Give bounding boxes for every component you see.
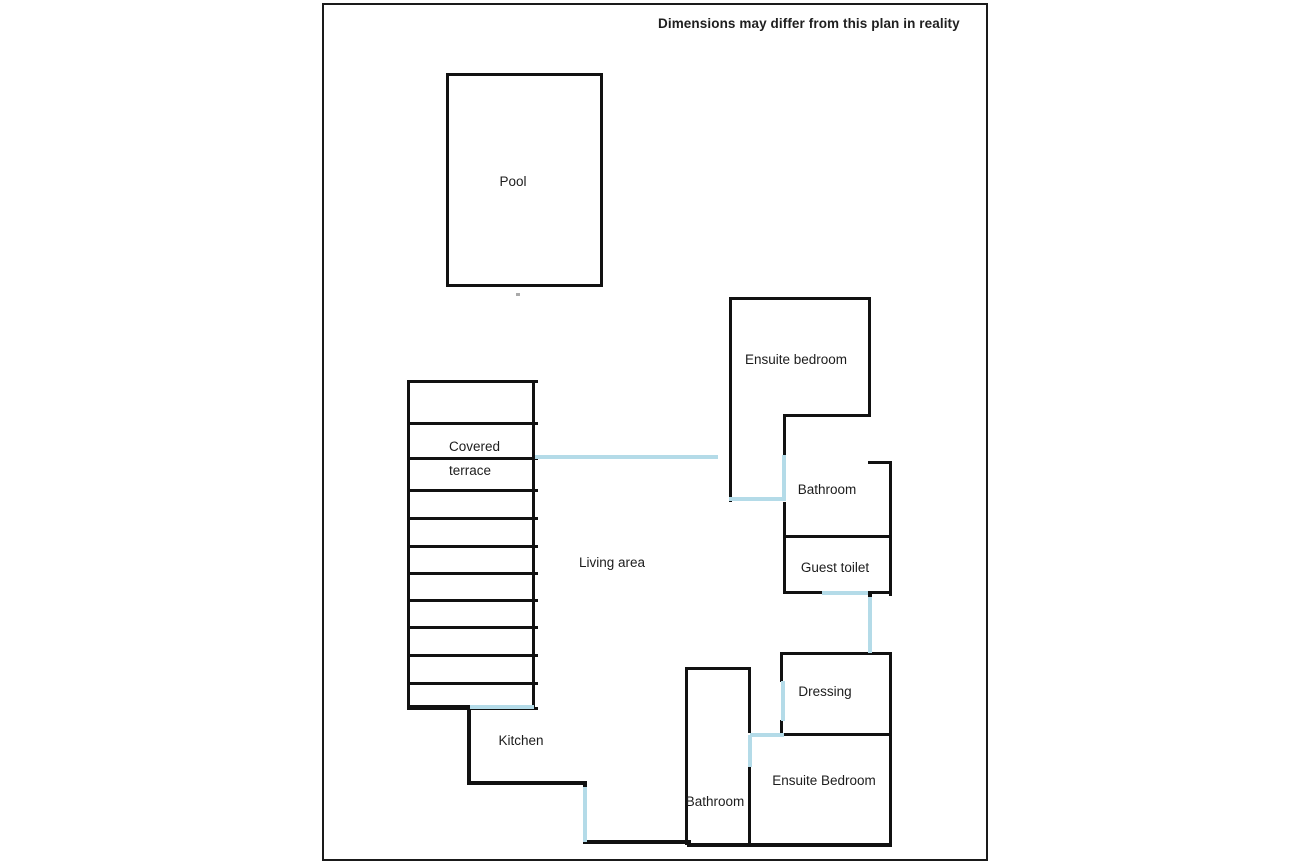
plan-frame: Dimensions may differ from this plan in … <box>322 3 988 861</box>
door-toilet-bottom-door <box>822 591 868 595</box>
door-bathroom1-left-jamb <box>782 455 786 501</box>
terrace-slat-0 <box>407 380 538 383</box>
room-label-bathroom-1: Bathroom <box>797 482 857 497</box>
wall-pool-top <box>446 73 603 76</box>
mark-pool-dimension-mark <box>516 293 520 296</box>
plan-disclaimer-note: Dimensions may differ from this plan in … <box>658 16 960 31</box>
wall-dressing-left-lower <box>780 720 783 736</box>
terrace-slat-4 <box>407 517 538 520</box>
wall-bath1-left-lower <box>783 502 786 594</box>
wall-eb1-right <box>868 297 871 417</box>
wall-eb2-left-lower <box>748 765 751 845</box>
wall-bottom-wall-left <box>583 840 691 844</box>
wall-eb1-left <box>729 297 732 502</box>
wall-dressing-left-upper <box>780 652 783 682</box>
terrace-slat-3 <box>407 489 538 492</box>
wall-bath2-top <box>685 667 751 670</box>
wall-eb2-right <box>889 733 892 845</box>
wall-bath1-left-upper <box>783 414 786 456</box>
terrace-slat-6 <box>407 572 538 575</box>
door-terrace-to-living <box>470 705 534 709</box>
terrace-slat-7 <box>407 599 538 602</box>
terrace-slat-10 <box>407 682 538 685</box>
wall-eb1-lower-left-stub <box>729 457 732 502</box>
room-label-dressing: Dressing <box>798 684 852 699</box>
wall-dressing-top <box>780 652 892 655</box>
terrace-slat-1 <box>407 422 538 425</box>
door-bathroom2-door <box>748 735 752 767</box>
wall-bath1-bottom <box>783 535 892 538</box>
wall-pool-left <box>446 73 449 287</box>
door-toilet-to-dressing <box>868 597 872 653</box>
room-label-kitchen: Kitchen <box>498 733 544 748</box>
room-label-covered-terrace: Covered terrace <box>449 438 500 480</box>
room-label-living-area: Living area <box>578 555 646 570</box>
wall-eb1-bottom-stub <box>783 414 871 417</box>
room-label-bathroom-2: Bathroom <box>685 794 745 809</box>
wall-bottom-wall-right <box>687 843 892 847</box>
wall-kitchen-wall-vertical <box>467 705 471 785</box>
wall-kitchen-step-right <box>583 781 587 789</box>
door-dressing-left-door <box>781 681 785 721</box>
wall-bath1-right <box>889 461 892 596</box>
terrace-slat-5 <box>407 545 538 548</box>
room-label-covered-terrace-line2: terrace <box>449 463 492 479</box>
room-label-covered-terrace-line1: Covered <box>449 439 501 454</box>
wall-pool-right <box>600 73 603 287</box>
door-bedroom1-to-bathroom1 <box>729 497 784 501</box>
door-kitchen-exterior-door <box>583 787 587 842</box>
room-label-pool: Pool <box>499 174 527 189</box>
room-label-ensuite-bedroom-2: Ensuite Bedroom <box>772 773 876 788</box>
wall-dressing-bottom <box>780 733 892 736</box>
room-label-guest-toilet: Guest toilet <box>800 560 870 575</box>
wall-bath2-bottom-stub <box>685 840 688 844</box>
wall-bath2-left <box>685 667 688 845</box>
wall-eb1-top <box>729 297 871 300</box>
wall-toilet-door-post <box>868 591 872 601</box>
wall-dressing-right <box>889 652 892 736</box>
terrace-slat-8 <box>407 626 538 629</box>
door-living-to-dressing <box>750 733 784 737</box>
wall-eb2-left-upper <box>748 667 751 733</box>
wall-bath1-notch-horz <box>868 461 892 464</box>
wall-kitchen-wall-bottom <box>467 781 587 785</box>
terrace-slat-2 <box>407 457 538 460</box>
wall-toilet-bottom-right <box>866 591 892 594</box>
terrace-slat-9 <box>407 654 538 657</box>
door-living-to-bedroom-1 <box>535 455 718 459</box>
wall-pool-bottom <box>446 284 603 287</box>
room-label-ensuite-bedroom-1: Ensuite bedroom <box>744 352 848 367</box>
wall-toilet-bottom-left <box>783 591 823 594</box>
